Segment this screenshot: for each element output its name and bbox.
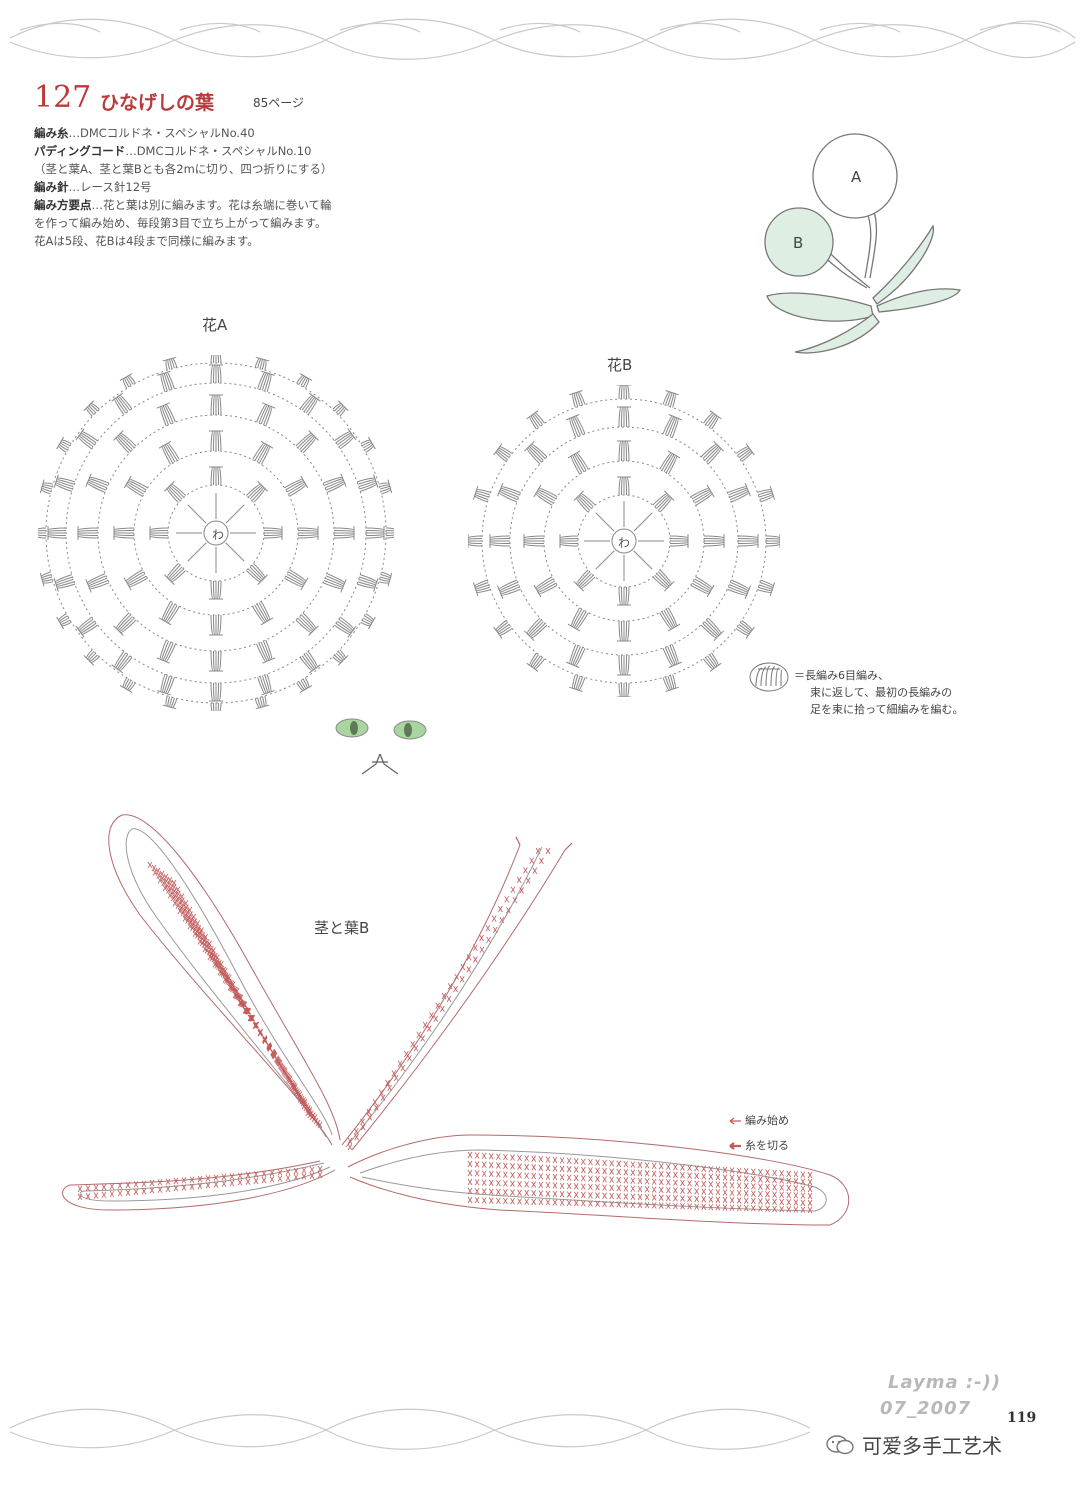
spec-points-label: 編み方要点 xyxy=(34,198,92,212)
flower-a-label: 花A xyxy=(202,316,228,334)
flower-b-center-mark: わ xyxy=(618,536,630,550)
cut-arrow-icon xyxy=(729,1142,741,1150)
legend-start-label: 編み始め xyxy=(745,1114,789,1127)
start-arrow-marker xyxy=(515,836,521,846)
spec-yarn-label: 編み糸 xyxy=(34,126,69,140)
leaf-left xyxy=(766,292,874,322)
spec-points-line2: を作って編み始め、毎段第3目で立ち上がって編みます。 xyxy=(34,216,327,230)
spec-hook-label: 編み針 xyxy=(34,180,69,194)
spec-padding-label: パディングコード xyxy=(34,144,126,158)
stem-leaf-b-label: 茎と葉B xyxy=(314,919,370,937)
watermark-name: Layma :-)) xyxy=(888,1372,1002,1393)
account-badge: 可爱多手工艺术 xyxy=(826,1430,1002,1459)
legend-symbol-line1: ＝長編み6目編み、 xyxy=(794,669,889,682)
assembly-diagram: A B xyxy=(764,133,961,354)
leaf-upper-outline xyxy=(108,814,341,1146)
top-ornament-border xyxy=(9,18,1076,60)
legend-cut-label: 糸を切る xyxy=(745,1139,789,1152)
leaf-right xyxy=(876,288,961,313)
flower-b-chart: わ xyxy=(468,385,780,697)
cluster-stitch-icon xyxy=(749,662,789,692)
spec-padding-note: （茎と葉A、茎と葉Bとも各2mに切り、四つ折りにする） xyxy=(34,162,333,176)
leaf-upper-inner xyxy=(125,828,333,1138)
pattern-title: ひなげしの葉 xyxy=(100,92,215,114)
cut-arrow-marker xyxy=(564,842,573,851)
flower-a-circle xyxy=(812,133,898,219)
page-number: 119 xyxy=(1007,1410,1037,1426)
spec-points-line1: …花と葉は別に編みます。花は糸端に巻いて輪 xyxy=(91,198,332,212)
leaf-right-outline xyxy=(347,1134,850,1226)
bottom-ornament-border xyxy=(9,1408,811,1450)
spec-padding-value: …DMCコルドネ・スペシャルNo.10 xyxy=(125,144,312,158)
watermark-date: 07_2007 xyxy=(880,1398,972,1419)
stem-leaf-b-chart xyxy=(62,814,850,1226)
flower-a-center-mark: わ xyxy=(212,528,224,542)
spec-hook-value: …レース針12号 xyxy=(68,180,152,194)
stem-left-outline xyxy=(62,1160,336,1211)
leaf-right-inner xyxy=(359,1149,827,1212)
diagram-label-b: B xyxy=(793,234,803,252)
page-reference: 85ページ xyxy=(253,96,305,110)
spec-points: 編み方要点…花と葉は別に編みます。花は糸端に巻いて輪 xyxy=(34,196,332,214)
chat-bubble-icon xyxy=(826,1434,854,1454)
account-name: 可爱多手工艺术 xyxy=(862,1434,1002,1458)
flower-b-circle xyxy=(764,207,834,277)
leaf-upper-right xyxy=(872,224,935,305)
spec-hook: 編み針…レース針12号 xyxy=(34,178,152,196)
stem-left-inner xyxy=(79,1162,331,1202)
cat-face-illustration xyxy=(335,718,427,775)
stem-upper-outline xyxy=(341,844,566,1151)
pattern-number: 127 xyxy=(34,80,92,115)
diagram-label-a: A xyxy=(851,168,862,186)
legend-symbol-line2: 束に返して、最初の長編みの xyxy=(810,686,953,699)
flower-a-chart: わ xyxy=(38,355,394,711)
spec-yarn-value: …DMCコルドネ・スペシャルNo.40 xyxy=(68,126,255,140)
spec-yarn: 編み糸…DMCコルドネ・スペシャルNo.40 xyxy=(34,124,255,142)
legend-symbol-line3: 足を束に拾って細編みを編む。 xyxy=(810,703,964,716)
leaf-lower xyxy=(794,313,880,354)
flower-b-label: 花B xyxy=(607,356,633,374)
start-arrow-icon xyxy=(729,1117,741,1125)
spec-padding: パディングコード…DMCコルドネ・スペシャルNo.10 xyxy=(34,142,311,160)
spec-points-line3: 花Aは5段、花Bは4段まで同様に編みます。 xyxy=(34,234,259,248)
